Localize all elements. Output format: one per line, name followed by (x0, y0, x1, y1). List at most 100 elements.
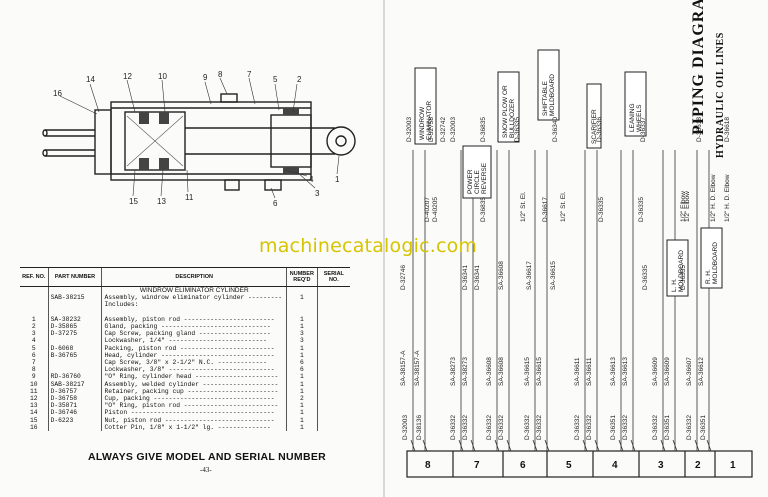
description-cell: Gland, packing -------------------------… (101, 323, 287, 331)
part-number-label: D-36335 (514, 117, 521, 142)
serial-cell (316, 330, 350, 338)
part-number-label: D-36618 (724, 117, 731, 142)
part-number-label: SA-36608 (498, 357, 505, 386)
serial-cell (316, 402, 350, 410)
part-number-label: D-36332 (586, 415, 593, 440)
ref-cell: 1 (31, 315, 36, 323)
fitting-mark (660, 439, 666, 452)
part-number-label: SA-36608 (498, 261, 505, 290)
part-number-label: SA-36615 (550, 261, 557, 290)
function-box-label: SCARIFIER (591, 109, 598, 144)
part-number-label: SA-36609 (652, 357, 659, 386)
part-number-label: D-36332 (486, 415, 493, 440)
part-number-label: D-36337 (640, 117, 647, 142)
serial-cell (316, 395, 350, 403)
ref-cell (20, 294, 48, 301)
function-box-label: SNOW PLOW OR (502, 85, 509, 138)
part-number-label: D-36335 (680, 265, 687, 290)
function-box-label: R. H. (705, 269, 712, 284)
serial-cell (316, 366, 350, 374)
callout-label: 9 (203, 73, 208, 82)
part-number-label: SA-38273 (462, 357, 469, 386)
part-number-cell: RD-36760 (47, 373, 102, 381)
fitting-mark (458, 439, 464, 452)
part-number-label: SA-36612 (698, 357, 705, 386)
description-cell: Lockwasher, 3/8" -----------------------… (101, 366, 287, 374)
qty-cell (286, 301, 318, 309)
callout-label: 3 (315, 189, 320, 198)
qty-cell: 6 (286, 366, 318, 374)
part-number-label: D-36617 (542, 197, 549, 222)
part-number-cell: B-36765 (47, 351, 102, 360)
part-number-label: D-36351 (610, 415, 617, 440)
serial-cell (316, 344, 350, 352)
fitting-mark (672, 439, 678, 452)
part-number-cell: D-37275 (47, 330, 102, 338)
part-number-cell: SAB-38217 (47, 380, 102, 388)
description-cell: Cap Screw, 3/8" x 2-1/2" N.C. ----------… (101, 359, 287, 367)
part-number-label: D-36332 (622, 415, 629, 440)
callout-label: 16 (53, 89, 62, 98)
ref-cell: 2 (31, 323, 36, 330)
description-cell: Nut, piston rod ------------------------… (101, 416, 287, 424)
group-number-label: 1 (730, 460, 736, 471)
description-cell: Includes: (101, 301, 287, 309)
group-number-label: 5 (566, 460, 572, 471)
function-box-label: WINDROW (419, 106, 426, 140)
serial-cell (316, 373, 350, 381)
function-box (700, 227, 723, 289)
part-number-cell (47, 423, 102, 432)
description-cell: Assembly, piston rod -------------------… (101, 315, 287, 323)
qty-cell: 6 (286, 359, 318, 367)
function-box (414, 67, 437, 145)
ref-cell: 5 (31, 344, 36, 352)
fitting-mark (494, 439, 500, 452)
ref-cell: 8 (31, 366, 36, 374)
callout-label: 11 (185, 193, 194, 202)
fitting-mark (506, 439, 512, 452)
fitting-mark (422, 439, 428, 452)
part-number-label: SA-38157-A (414, 350, 421, 386)
part-number-cell (47, 337, 102, 345)
part-number-label: D-36332 (686, 415, 693, 440)
ref-cell: 4 (31, 337, 36, 345)
part-number-label: 1/2" Elbow (680, 191, 687, 222)
valve-group-strip (406, 450, 753, 478)
ref-cell: 9 (31, 373, 36, 381)
part-number-label: 1/2" Elbow (684, 191, 691, 222)
description-cell: Cup, packing ---------------------------… (101, 395, 287, 403)
diagram-subtitle: HYDRAULIC OIL LINES (715, 32, 726, 158)
part-number-label: D-36835 (480, 117, 487, 142)
part-number-label: SA-36609 (664, 357, 671, 386)
qty-cell: 1 (286, 380, 318, 388)
part-number-label: D-36335 (642, 265, 649, 290)
description-cell: Packing, piston rod --------------------… (101, 344, 287, 352)
fitting-mark (532, 439, 538, 452)
fitting-mark (544, 439, 550, 452)
part-number-label: SA-36617 (526, 261, 533, 290)
part-number-label: SA-38157-A (400, 350, 407, 386)
ref-cell: 10 (30, 380, 38, 388)
ref-cell: 16 (30, 423, 38, 431)
description-cell: Cap Screw, packing gland ---------------… (101, 330, 287, 338)
qty-cell (286, 308, 318, 316)
part-number-label: D-36332 (536, 415, 543, 440)
function-box (462, 145, 492, 199)
function-box-label: WHEELS (636, 104, 643, 132)
qty-cell: 1 (286, 344, 318, 352)
part-number-label: SA-36608 (486, 357, 493, 386)
callout-label: 14 (86, 75, 95, 84)
qty-cell: 1 (286, 409, 318, 417)
function-box-label: LEANING (629, 103, 636, 132)
function-box (497, 71, 520, 143)
function-box (624, 71, 647, 137)
qty-cell: 1 (286, 373, 318, 381)
part-number-label: 1/2" St. El. (520, 191, 527, 222)
table-row: Includes: (20, 301, 350, 309)
part-number-label: D-32003 (450, 117, 457, 142)
serial-cell (316, 315, 350, 323)
part-number-cell: SAB-38215 (47, 294, 102, 302)
